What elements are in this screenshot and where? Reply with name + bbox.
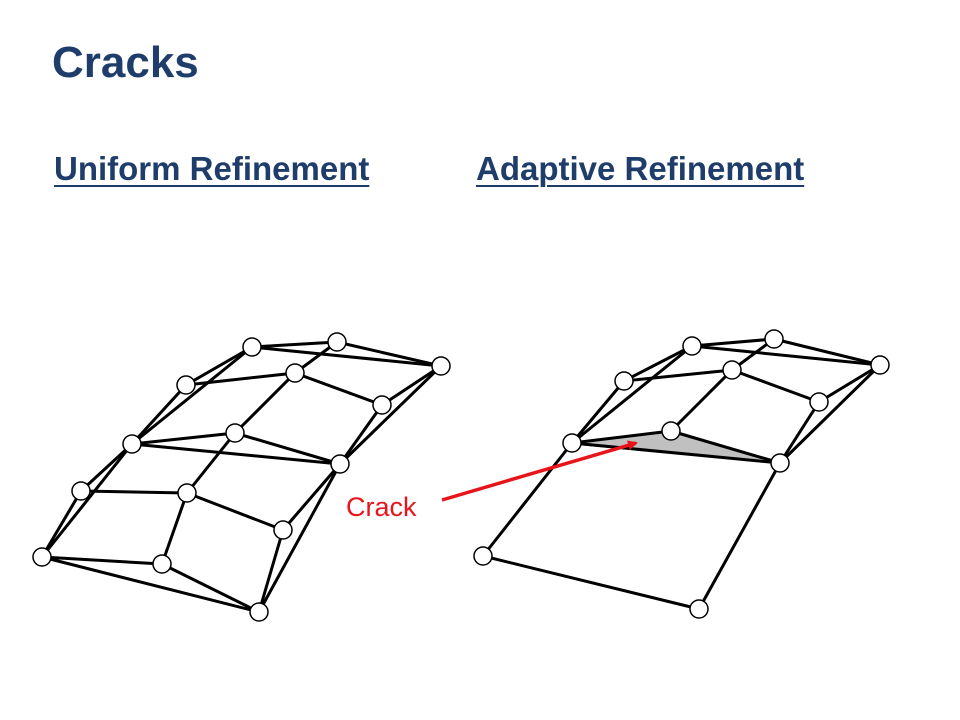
mesh-vertex — [273, 520, 293, 540]
mesh-vertex — [614, 371, 634, 391]
mesh-vertex — [764, 329, 784, 349]
mesh-vertex — [372, 395, 392, 415]
uniform-refinement-heading: Uniform Refinement — [54, 150, 370, 187]
mesh-vertex — [225, 423, 245, 443]
crack-label: Crack — [346, 492, 417, 522]
mesh-vertex — [242, 337, 262, 357]
crack-annotation: Crack — [346, 440, 638, 522]
uniform-mesh-edges — [40, 340, 443, 614]
crack-arrow — [441, 440, 638, 502]
mesh-vertex — [661, 421, 681, 441]
uniform-mesh — [32, 332, 451, 622]
mesh-vertex — [177, 483, 197, 503]
adaptive-mesh — [473, 329, 890, 619]
mesh-vertex — [722, 360, 742, 380]
uniform-mesh-vertices — [32, 332, 451, 622]
mesh-vertex — [327, 332, 347, 352]
mesh-vertex — [71, 481, 91, 501]
mesh-vertex — [330, 454, 350, 474]
mesh-vertex — [32, 547, 52, 567]
adaptive-mesh-edges — [481, 337, 882, 611]
mesh-vertex — [562, 433, 582, 453]
mesh-vertex — [122, 434, 142, 454]
page-title: Cracks — [52, 38, 199, 87]
mesh-vertex — [176, 375, 196, 395]
mesh-vertex — [870, 355, 890, 375]
mesh-vertex — [689, 599, 709, 619]
mesh-vertex — [770, 453, 790, 473]
mesh-vertex — [249, 602, 269, 622]
mesh-vertex — [152, 554, 172, 574]
adaptive-refinement-heading: Adaptive Refinement — [476, 150, 805, 187]
mesh-vertex — [431, 356, 451, 376]
mesh-vertex — [473, 546, 493, 566]
mesh-vertex — [285, 363, 305, 383]
mesh-vertex — [682, 336, 702, 356]
adaptive-mesh-vertices — [473, 329, 890, 619]
mesh-vertex — [809, 392, 829, 412]
